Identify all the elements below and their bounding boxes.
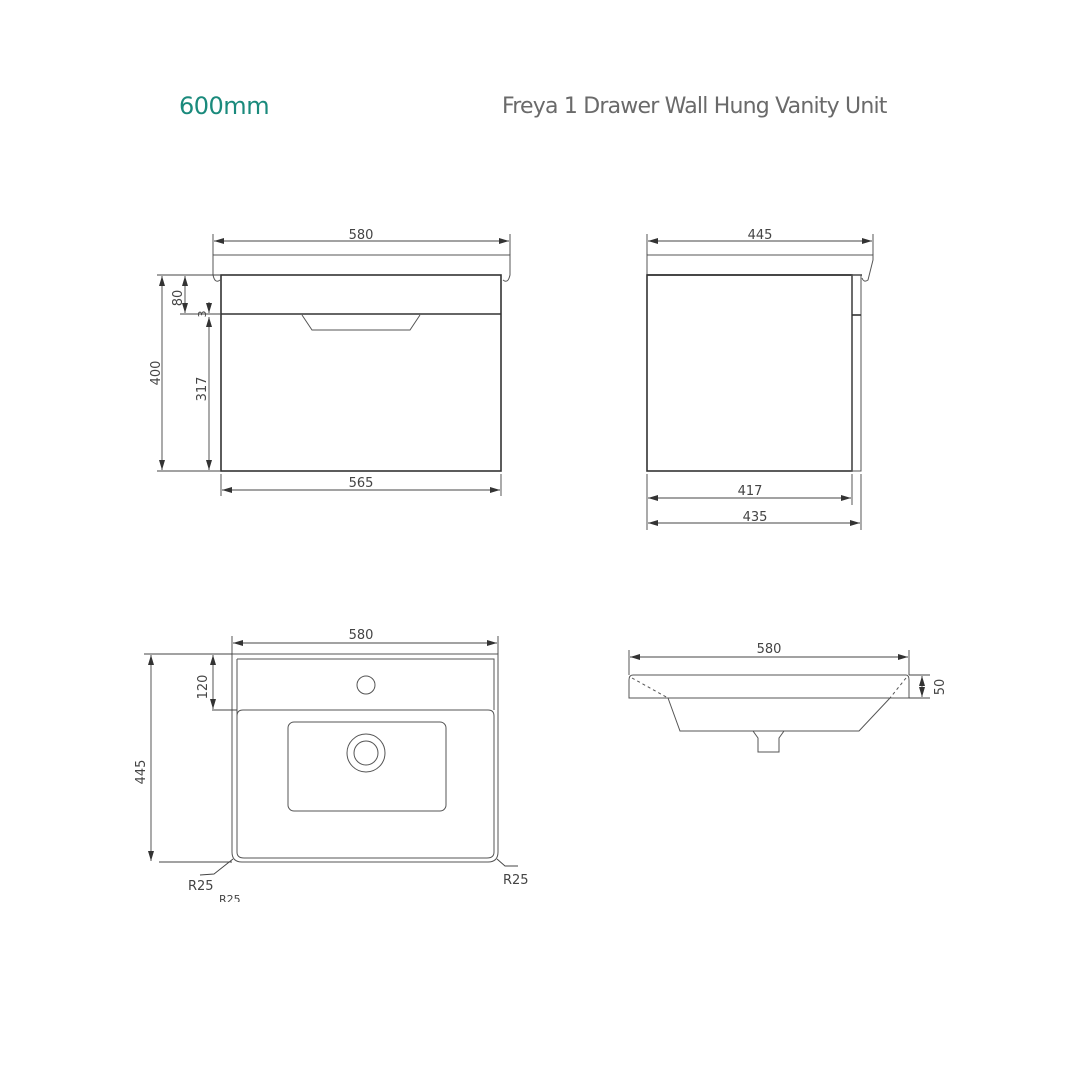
radius-left-label: R25 (188, 879, 214, 894)
basin-plan-view: 580 445 120 R25 R25 R25 (134, 628, 529, 906)
dim-basin-side-width: 580 (757, 642, 782, 657)
basin-inner (236, 659, 495, 859)
dim-carcass-depth: 417 (738, 484, 763, 499)
radius-right-label: R25 (503, 873, 529, 888)
front-view: 580 565 400 80 3 317 (149, 228, 511, 496)
door-profile (851, 274, 862, 472)
dim-basin-depth: 445 (134, 760, 149, 785)
cabinet-body (220, 274, 502, 472)
side-view: 445 417 435 (646, 228, 874, 530)
basin-side-view: 580 50 (628, 642, 948, 753)
waste-outer (346, 733, 386, 773)
basin-side-top (628, 674, 910, 699)
dim-top-depth: 445 (748, 228, 773, 243)
product-title: Freya 1 Drawer Wall Hung Vanity Unit (502, 94, 887, 119)
dim-drawer-height: 317 (195, 377, 210, 402)
dim-cabinet-width: 565 (349, 476, 374, 491)
dim-total-height: 400 (149, 361, 164, 386)
basin-side-bowl (667, 697, 891, 732)
basin-outline (231, 653, 499, 863)
dim-overall-depth: 435 (743, 510, 768, 525)
size-label: 600mm (179, 92, 270, 120)
dim-tap-deck: 120 (196, 675, 211, 700)
dim-gap: 3 (196, 311, 209, 318)
dim-basin-width: 580 (349, 628, 374, 643)
dim-basin-thickness: 50 (933, 679, 948, 696)
tap-hole (356, 675, 376, 695)
dim-top-width: 580 (349, 228, 374, 243)
countertop-outline (212, 254, 511, 282)
side-cabinet (646, 274, 853, 472)
dim-top-panel: 80 (171, 290, 186, 307)
drawer-handle (301, 314, 421, 331)
basin-side-waste (752, 730, 785, 753)
side-countertop (646, 254, 874, 282)
basin-bowl (287, 721, 447, 812)
waste-inner (353, 740, 379, 766)
